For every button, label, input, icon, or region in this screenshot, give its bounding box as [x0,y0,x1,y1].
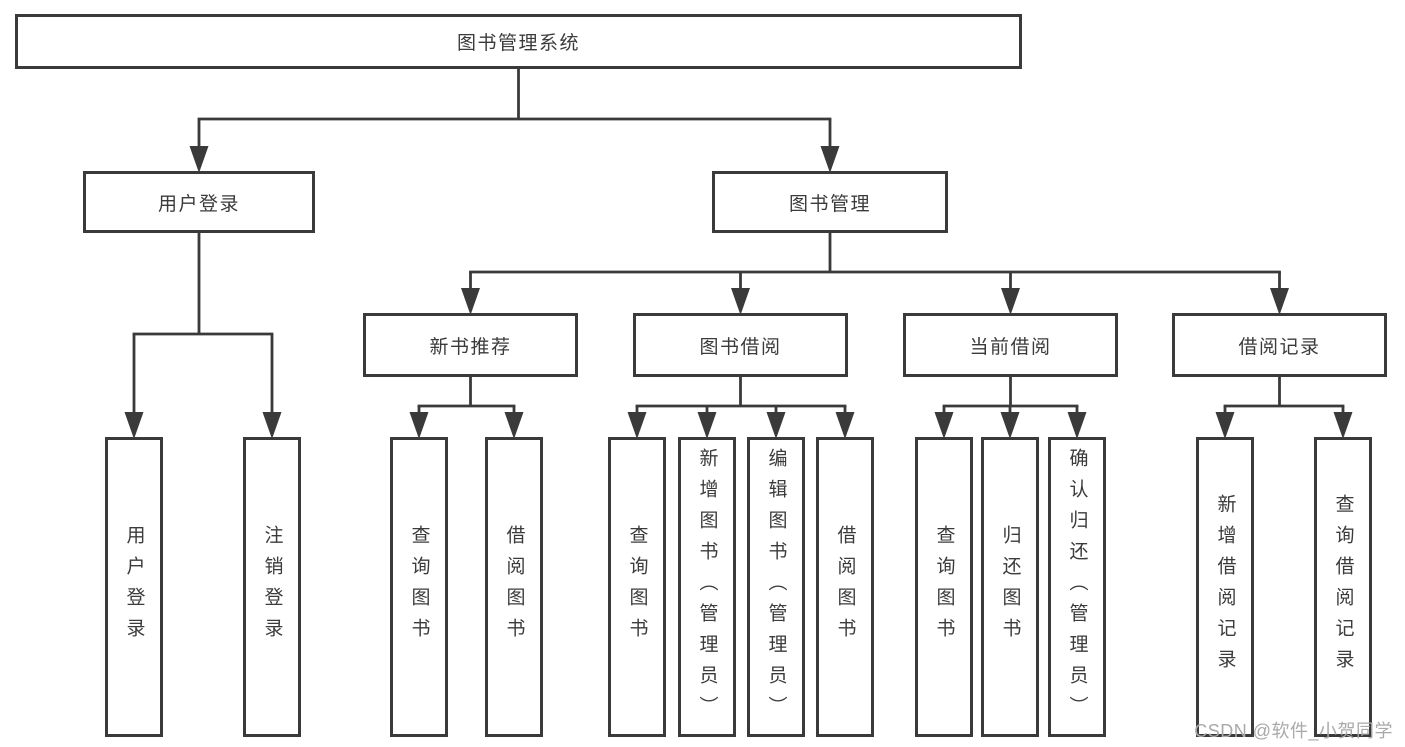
node-borrow-records: 借阅记录 [1172,313,1387,377]
node-leaf-rec-add: 新增借阅记录 [1196,437,1254,737]
node-leaf-cur-return: 归还图书 [981,437,1039,737]
node-label-leaf-nb-borrow: 借阅图书 [503,525,525,649]
node-leaf-nb-borrow: 借阅图书 [485,437,543,737]
arrowhead-icon [1333,412,1353,439]
node-label-leaf-user-login: 用户登录 [123,525,145,649]
node-label-leaf-bw-query: 查询图书 [626,525,648,649]
node-label-leaf-rec-add: 新增借阅记录 [1214,494,1236,680]
node-new-book: 新书推荐 [363,313,578,377]
arrowhead-icon [934,412,954,439]
watermark: CSDN @软件_小贺同学 [1194,721,1393,741]
arrowhead-icon [461,288,480,315]
node-label-leaf-bw-borrow: 借阅图书 [834,525,856,649]
arrowhead-icon [1000,412,1020,439]
node-label-root: 图书管理系统 [456,33,580,54]
arrowhead-icon [627,412,647,439]
node-label-leaf-bw-edit: 编辑图书（管理员） [765,447,787,727]
arrowhead-icon [189,146,209,173]
node-label-new-book: 新书推荐 [429,336,512,358]
arrowhead-icon [820,146,840,173]
node-label-leaf-cur-query: 查询图书 [933,525,955,649]
node-label-leaf-cur-confirm: 确认归还（管理员） [1066,447,1088,727]
arrowhead-icon [697,412,717,439]
node-book-mgmt: 图书管理 [712,171,948,233]
node-leaf-cur-confirm: 确认归还（管理员） [1048,437,1106,737]
arrowhead-icon [731,288,750,315]
node-label-user-login-group: 用户登录 [157,193,240,215]
arrowhead-icon [262,412,282,439]
node-leaf-logout: 注销登录 [243,437,301,737]
node-label-book-mgmt: 图书管理 [788,193,871,215]
arrowhead-icon [766,412,786,439]
node-label-leaf-rec-query: 查询借阅记录 [1332,494,1354,680]
node-book-borrow: 图书借阅 [633,313,848,377]
node-label-leaf-cur-return: 归还图书 [999,525,1021,649]
node-leaf-bw-query: 查询图书 [608,437,666,737]
node-current-borrow: 当前借阅 [903,313,1118,377]
node-leaf-cur-query: 查询图书 [915,437,973,737]
node-leaf-nb-query: 查询图书 [390,437,448,737]
arrowhead-icon [409,412,429,439]
arrowhead-icon [504,412,524,439]
node-label-leaf-logout: 注销登录 [261,525,283,649]
node-leaf-bw-add: 新增图书（管理员） [678,437,736,737]
node-leaf-bw-borrow: 借阅图书 [816,437,874,737]
arrowhead-icon [1270,288,1289,315]
node-leaf-user-login: 用户登录 [105,437,163,737]
node-leaf-bw-edit: 编辑图书（管理员） [747,437,805,737]
arrowhead-icon [1001,288,1020,315]
node-label-leaf-nb-query: 查询图书 [408,525,430,649]
node-label-leaf-bw-add: 新增图书（管理员） [696,447,718,727]
node-label-book-borrow: 图书借阅 [699,336,782,358]
arrowhead-icon [835,412,855,439]
node-label-current-borrow: 当前借阅 [969,336,1052,358]
arrowhead-icon [1215,412,1235,439]
node-user-login-group: 用户登录 [83,171,315,233]
node-root: 图书管理系统 [15,14,1022,69]
node-leaf-rec-query: 查询借阅记录 [1314,437,1372,737]
arrowhead-icon [124,412,144,439]
node-label-borrow-records: 借阅记录 [1238,336,1321,358]
arrowhead-icon [1067,412,1087,439]
